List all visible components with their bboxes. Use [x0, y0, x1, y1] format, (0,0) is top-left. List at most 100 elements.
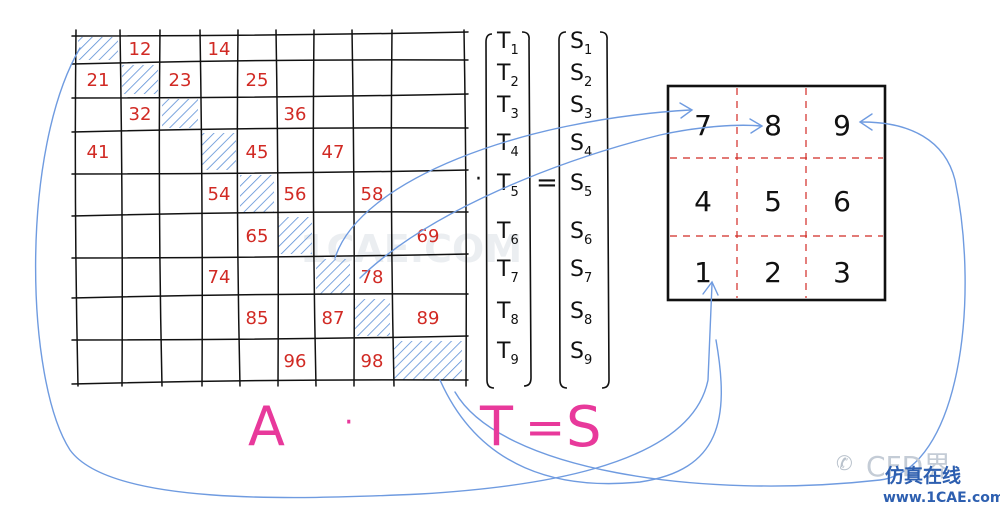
matrix-entry: 41 [87, 142, 110, 163]
cell-grid-frame [666, 84, 887, 302]
matrix-diagonal-cell [122, 65, 158, 94]
watermark-brand: CFD界 [866, 450, 951, 483]
cell-label: 4 [694, 185, 712, 218]
t-vector-entry: T1 [496, 29, 519, 58]
matrix-entry: 89 [417, 308, 440, 329]
matrix-column-line [199, 29, 203, 387]
matrix-row-line [71, 127, 469, 133]
matrix-grid-lines [71, 29, 469, 387]
s-vector-entry: S5 [570, 171, 592, 200]
arrow-to-cell-9 [454, 121, 966, 487]
matrix-column-line [236, 29, 241, 387]
arrowhead-cell-1 [702, 280, 719, 296]
matrix-entry: 85 [246, 308, 269, 329]
matrix-entry: 58 [361, 184, 384, 205]
t-vector-entry: T3 [496, 93, 519, 122]
matrix-entry: 12 [129, 39, 152, 60]
t-vector-left-bracket [485, 33, 495, 389]
s-vector-entry: S8 [570, 299, 592, 328]
matrix-entry: 36 [284, 104, 307, 125]
matrix-diagonal-cell [162, 99, 198, 128]
s-vector-entry: S7 [570, 257, 592, 286]
cell-label: 9 [833, 109, 851, 142]
watermark-chinese: 仿真在线 [885, 464, 961, 487]
s-vector-left-bracket [558, 31, 568, 389]
matrix-diagonal-cell [78, 37, 118, 60]
matrix-entry: 96 [284, 351, 307, 372]
cell-label: 1 [694, 256, 712, 289]
equation-equals: = [525, 400, 565, 456]
cell-label: 5 [764, 185, 782, 218]
s-vector-entry: S9 [570, 339, 592, 368]
matrix-entry: 45 [246, 142, 269, 163]
arrow-to-cell-8b [359, 124, 761, 279]
s-vector-entry: S3 [570, 93, 592, 122]
matrix-entry: 87 [322, 308, 345, 329]
matrix-column-line [158, 29, 163, 387]
t-vector-entry: T9 [496, 339, 519, 368]
matrix-entry: 65 [246, 226, 269, 247]
matrix-entry: 78 [361, 267, 384, 288]
dot-operator: · [475, 167, 482, 192]
cell-label: 3 [833, 256, 851, 289]
matrix-column-line [119, 29, 123, 387]
matrix-diagonal-hatching [78, 37, 462, 380]
matrix-row-line [71, 169, 469, 175]
cell-grid-dividers [670, 88, 883, 298]
matrix-entry: 56 [284, 184, 307, 205]
s-vector-right-bracket [599, 31, 610, 389]
matrix-diagonal-cell [278, 217, 312, 254]
equation: A · T = S [248, 395, 602, 460]
matrix-row-line [71, 93, 469, 99]
matrix-entry: 54 [208, 184, 231, 205]
matrix-entry: 98 [361, 351, 384, 372]
matrix-row-line [71, 59, 469, 65]
cell-label: 7 [694, 109, 712, 142]
matrix-diagonal-cell [202, 133, 236, 170]
arrow-to-cell-7 [439, 339, 722, 485]
equals-operator: = [536, 168, 558, 198]
matrix-row-line [71, 211, 469, 217]
arrow-to-cell-8 [334, 109, 691, 259]
matrix-column-line [390, 29, 395, 387]
s-vector-entry: S1 [570, 29, 592, 58]
matrix-row-line [71, 31, 469, 37]
matrix-column-line [351, 29, 355, 387]
cell-label: 2 [764, 256, 782, 289]
matrix-row-line [71, 253, 469, 259]
arrow-to-cell-1 [34, 47, 713, 499]
watermark-site: www.1CAE.com [883, 490, 1000, 506]
t-vector-entry: T5 [496, 171, 519, 200]
t-vector-entry: T2 [496, 61, 519, 90]
t-vector-entry: T4 [496, 131, 519, 160]
wechat-icon: ✆ [836, 453, 853, 475]
s-vector-entry: S2 [570, 61, 592, 90]
matrix-row-line [71, 379, 469, 385]
matrix-entry: 14 [208, 39, 231, 60]
matrix-entry: 47 [322, 142, 345, 163]
connector-arrows [34, 47, 966, 499]
matrix-entry: 21 [87, 70, 110, 91]
matrix-column-line [463, 29, 467, 387]
matrix-entry: 32 [129, 104, 152, 125]
matrix-entry: 23 [169, 70, 192, 91]
cell-label: 6 [833, 185, 851, 218]
equation-dot: · [344, 405, 354, 440]
arrowhead-cell-8 [749, 118, 764, 134]
equation-t: T [479, 395, 514, 458]
matrix-column-line [74, 29, 79, 387]
matrix-diagonal-cell [240, 175, 274, 212]
matrix-column-line [312, 29, 317, 387]
matrix-row-line [71, 335, 469, 341]
equation-s: S [566, 395, 602, 460]
matrix-entry: 74 [208, 267, 231, 288]
t-vector-right-bracket [521, 31, 532, 387]
t-vector-entry: T7 [496, 257, 519, 286]
matrix-diagonal-cell [354, 299, 390, 336]
t-vector-entry: T6 [496, 219, 519, 248]
s-vector-entry: S4 [570, 131, 592, 160]
